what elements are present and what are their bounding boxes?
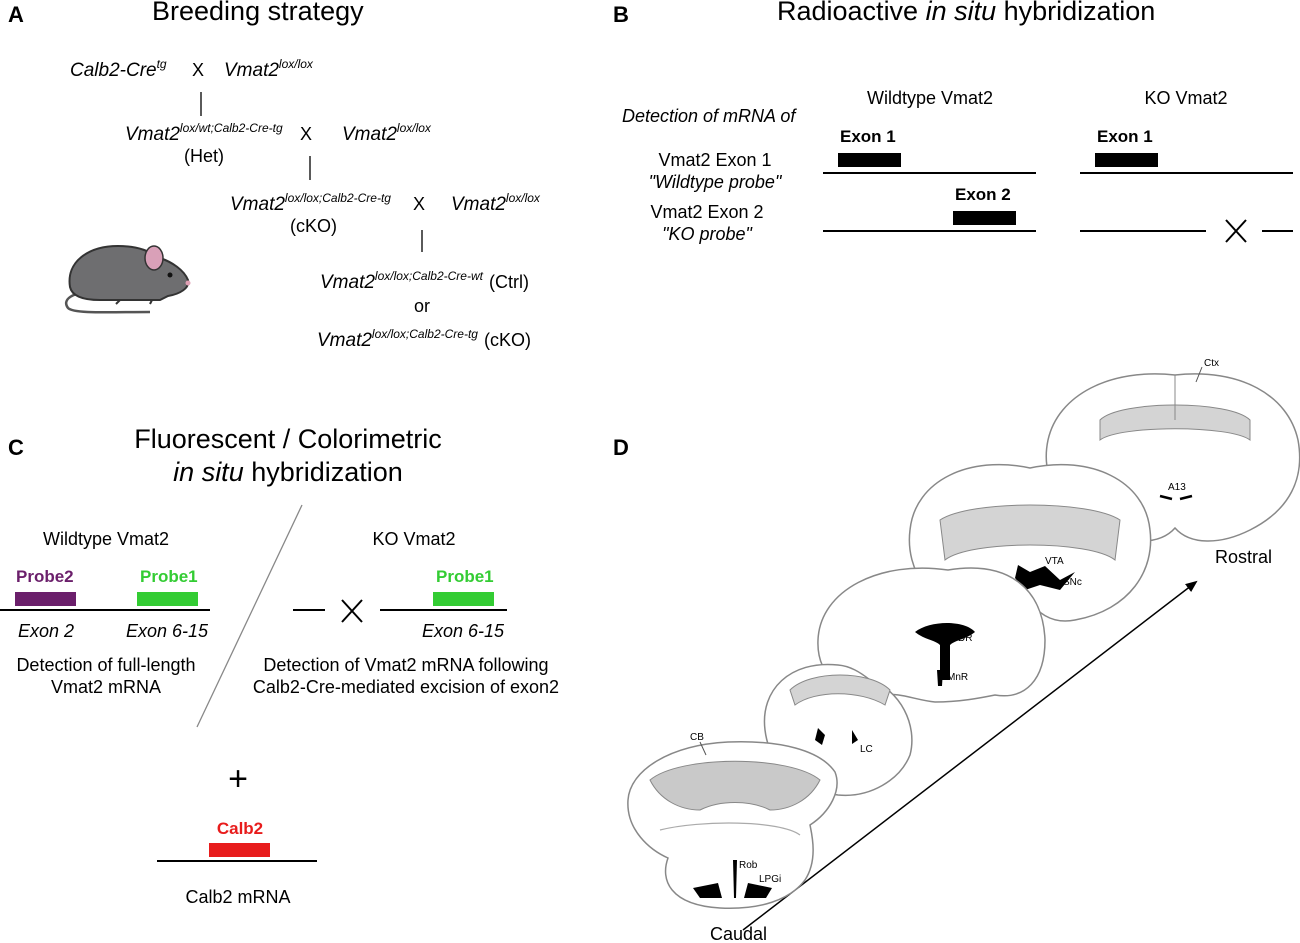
detection-label: Detection of mRNA of xyxy=(622,106,797,126)
cross-symbol: X xyxy=(413,194,425,214)
or-label: or xyxy=(414,296,430,316)
exon1-label: Exon 1 xyxy=(1097,127,1153,146)
row-ko-probe: "KO probe" xyxy=(662,224,753,244)
row-vmat2-exon1: Vmat2 Exon 1 xyxy=(658,150,771,170)
genotype-het: Vmat2lox/wt;Calb2-Cre-tg xyxy=(125,121,283,145)
wildtype-vmat2-title: Wildtype Vmat2 xyxy=(43,529,169,549)
divider-line xyxy=(196,504,303,728)
probe2-box xyxy=(15,592,76,606)
probe2-label: Probe2 xyxy=(16,567,74,586)
region-dr-label: DR xyxy=(958,633,972,644)
row-vmat2-exon2: Vmat2 Exon 2 xyxy=(650,202,763,222)
col-wildtype-vmat2: Wildtype Vmat2 xyxy=(867,88,993,108)
label-cko: (cKO) xyxy=(290,216,337,236)
calb2-probe-label: Calb2 xyxy=(217,819,263,838)
rostro-caudal-arrow xyxy=(742,580,1198,931)
exon1-box xyxy=(1095,153,1158,167)
probe1-label: Probe1 xyxy=(436,567,494,586)
label-het: (Het) xyxy=(184,146,224,166)
genotype-vmat2-lox-lox: Vmat2lox/lox xyxy=(451,191,541,215)
region-ctx-label: Ctx xyxy=(1204,358,1219,369)
probe1-box xyxy=(137,592,198,606)
exon6-15-caption: Exon 6-15 xyxy=(422,621,505,641)
wt-description-line2: Vmat2 mRNA xyxy=(51,677,161,697)
genotype-calb2-cre: Calb2-Cretg xyxy=(70,57,167,81)
wt-description-line1: Detection of full-length xyxy=(16,655,195,675)
panel-b-title: Radioactive in situ hybridization xyxy=(777,0,1155,26)
mouse-illustration xyxy=(65,244,191,314)
probe1-label: Probe1 xyxy=(140,567,198,586)
exon1-label: Exon 1 xyxy=(840,127,896,146)
region-mnr-label: MnR xyxy=(947,672,968,683)
panel-b: B Radioactive in situ hybridization Dete… xyxy=(613,0,1293,244)
region-cb-label: CB xyxy=(690,732,704,743)
exon2-label: Exon 2 xyxy=(955,185,1011,204)
region-a13-label: A13 xyxy=(1168,482,1186,493)
plus-sign: + xyxy=(228,760,248,798)
exon2-box xyxy=(953,211,1016,225)
panel-a-label: A xyxy=(8,2,24,27)
ko-description-line1: Detection of Vmat2 mRNA following xyxy=(263,655,548,675)
exon1-box xyxy=(838,153,901,167)
panel-c-label: C xyxy=(8,435,24,460)
panel-c: C Fluorescent / Colorimetric in situ hyb… xyxy=(0,424,559,907)
panel-a: A Breeding strategy Calb2-Cretg X Vmat2l… xyxy=(8,0,541,351)
panel-d: D Rostral Caudal Ctx A13 VTA SNc DR xyxy=(613,358,1300,943)
genotype-cko-parent: Vmat2lox/lox;Calb2-Cre-tg xyxy=(230,191,391,215)
genotype-cko-offspring: Vmat2lox/lox;Calb2-Cre-tg(cKO) xyxy=(317,327,531,351)
brain-section-caudal: CB Rob LPGi xyxy=(627,732,838,909)
panel-d-label: D xyxy=(613,435,629,460)
region-rob-label: Rob xyxy=(739,860,758,871)
ko-vmat2-title: KO Vmat2 xyxy=(372,529,455,549)
region-lpgi-label: LPGi xyxy=(759,874,781,885)
genotype-vmat2-lox-lox: Vmat2lox/lox xyxy=(342,121,432,145)
col-ko-vmat2: KO Vmat2 xyxy=(1144,88,1227,108)
region-lc-label: LC xyxy=(860,744,873,755)
region-snc-label: SNc xyxy=(1063,577,1082,588)
panel-b-label: B xyxy=(613,2,629,27)
panel-c-title-line2: in situ hybridization xyxy=(173,457,403,487)
calb2-probe-box xyxy=(209,843,270,857)
cross-symbol: X xyxy=(192,60,204,80)
genotype-vmat2-lox-lox: Vmat2lox/lox xyxy=(224,57,314,81)
deletion-cross-icon xyxy=(341,599,363,623)
calb2-mrna-caption: Calb2 mRNA xyxy=(185,887,290,907)
caudal-label: Caudal xyxy=(710,924,767,943)
brain-section-pons: DR MnR xyxy=(817,567,1046,703)
exon6-15-caption: Exon 6-15 xyxy=(126,621,209,641)
row-wildtype-probe: "Wildtype probe" xyxy=(649,172,783,192)
deletion-cross-icon xyxy=(1225,219,1247,243)
exon2-caption: Exon 2 xyxy=(18,621,74,641)
rostral-label: Rostral xyxy=(1215,547,1272,567)
region-vta-label: VTA xyxy=(1045,556,1064,567)
genotype-ctrl: Vmat2lox/lox;Calb2-Cre-wt(Ctrl) xyxy=(320,269,529,293)
cross-symbol: X xyxy=(300,124,312,144)
ko-description-line2: Calb2-Cre-mediated excision of exon2 xyxy=(253,677,559,697)
panel-c-title-line1: Fluorescent / Colorimetric xyxy=(134,424,442,454)
probe1-box xyxy=(433,592,494,606)
panel-a-title: Breeding strategy xyxy=(152,0,364,26)
